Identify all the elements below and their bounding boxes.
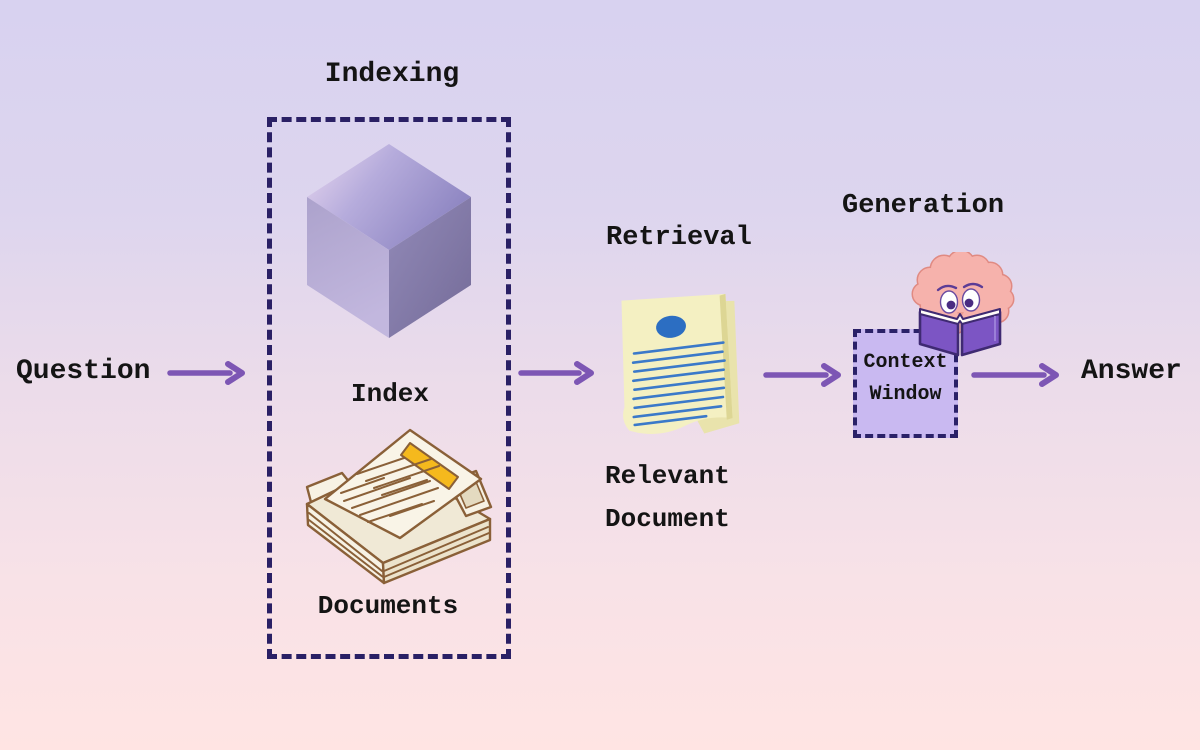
arrow-right-icon — [971, 363, 1059, 387]
indexing-title: Indexing — [324, 59, 460, 90]
relevant-document-line2: Document — [605, 504, 730, 534]
arrow-right-icon — [763, 363, 841, 387]
arrow-right-icon — [167, 361, 245, 385]
relevant-document-line1: Relevant — [605, 461, 730, 491]
generation-title: Generation — [842, 191, 1005, 221]
documents-label: Documents — [317, 591, 459, 621]
arrow-right-icon — [518, 361, 594, 385]
context-window-line2: Window — [869, 383, 942, 406]
index-cube-icon — [307, 144, 471, 338]
indexing-box — [267, 117, 511, 659]
brain-reader-icon — [911, 252, 1015, 357]
retrieval-title: Retrieval — [606, 223, 752, 253]
question-label: Question — [16, 356, 151, 387]
answer-label: Answer — [1081, 356, 1182, 387]
index-label: Index — [350, 379, 430, 409]
relevant-document-icon — [621, 293, 740, 434]
documents-stack-icon — [305, 428, 493, 585]
relevant-document-label: Relevant Document — [605, 455, 730, 541]
context-window-line1: Context — [863, 351, 948, 374]
